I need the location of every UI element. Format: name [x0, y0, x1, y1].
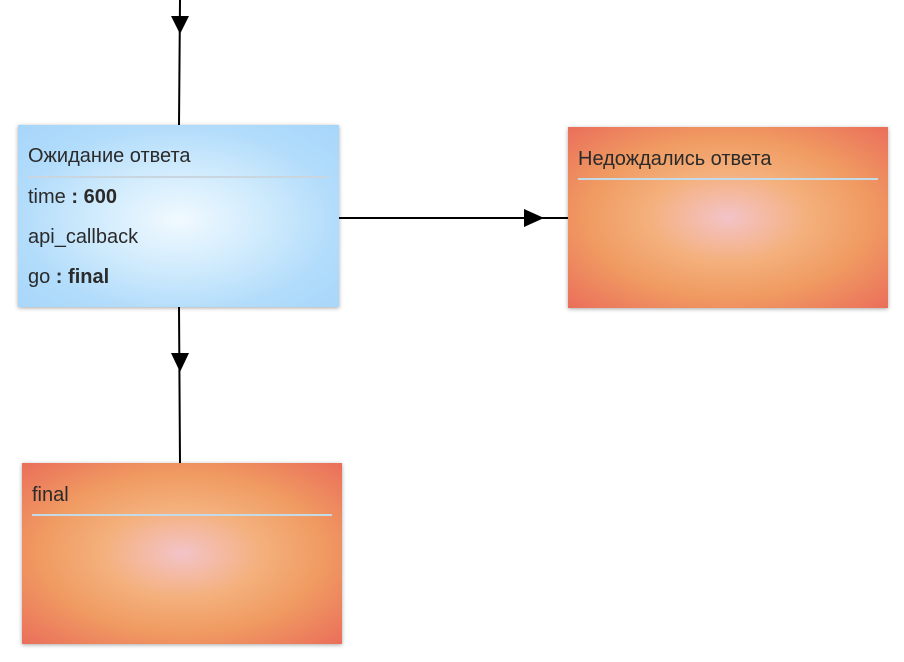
- prop-separator: :: [50, 266, 69, 288]
- prop-separator: :: [65, 186, 84, 208]
- state-node-waiting[interactable]: Ожидание ответа time : 600 api_callback …: [18, 125, 339, 307]
- prop-value: 600: [83, 186, 117, 208]
- state-node-final[interactable]: final: [22, 463, 342, 644]
- state-title-divider: [578, 178, 878, 180]
- state-prop-time: time : 600: [28, 185, 117, 209]
- state-node-timeout[interactable]: Недождались ответа: [568, 127, 888, 308]
- prop-key: time: [28, 186, 66, 208]
- state-title-divider: [32, 514, 332, 516]
- edge-entry-to-waiting: [178, 0, 181, 126]
- state-title: Ожидание ответа: [28, 145, 191, 167]
- state-title-divider: [28, 176, 329, 178]
- edge-final-arrowhead: [171, 353, 189, 372]
- state-title: final: [32, 484, 69, 506]
- state-prop-callback: api_callback: [28, 226, 139, 248]
- edge-waiting-to-final: [178, 306, 181, 464]
- state-prop-go: go : final: [28, 265, 109, 289]
- state-title: Недождались ответа: [578, 148, 772, 170]
- edge-timeout-arrowhead: [524, 209, 544, 227]
- edge-entry-arrowhead: [171, 16, 189, 34]
- prop-value: final: [68, 266, 110, 288]
- prop-key: go: [28, 266, 51, 288]
